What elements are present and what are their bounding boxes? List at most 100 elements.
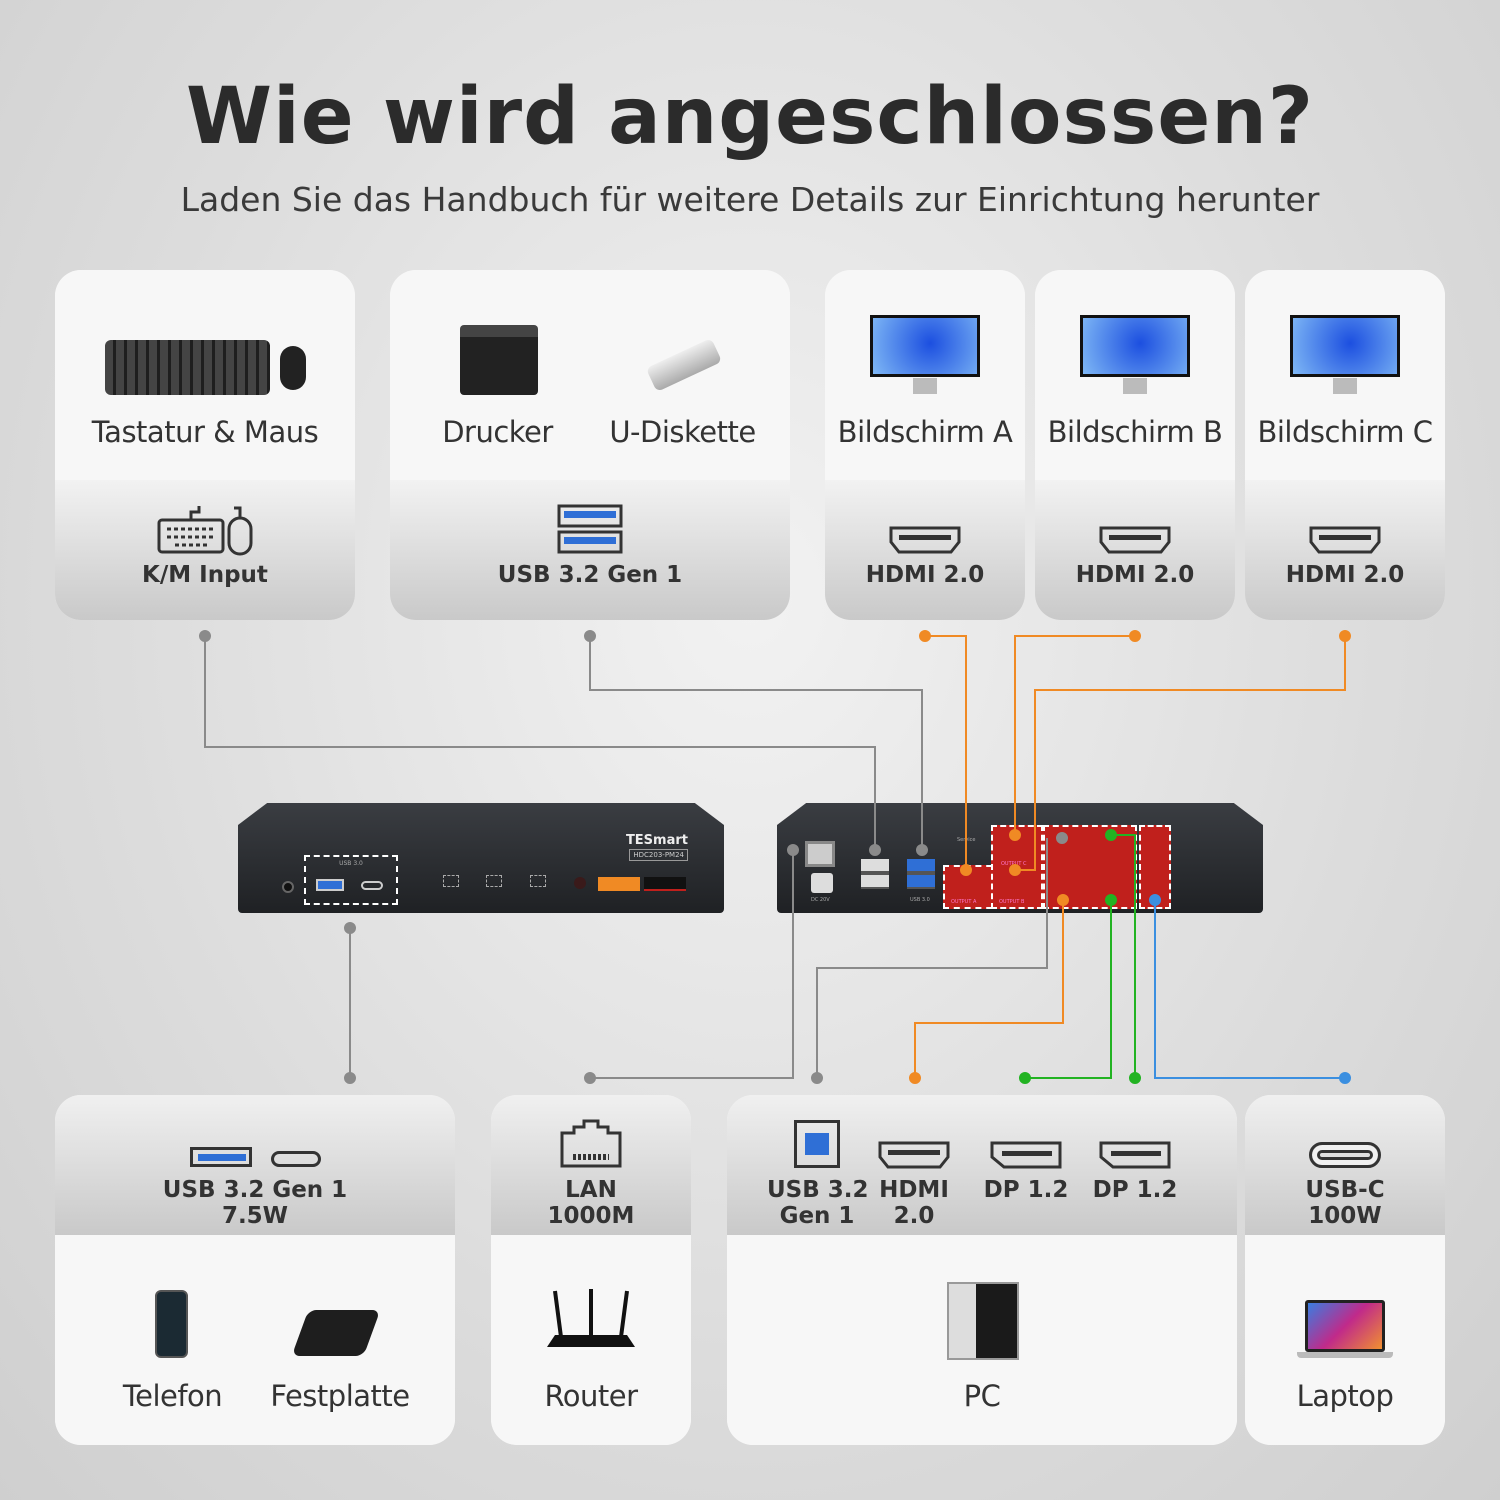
mouse-icon [280,346,306,390]
line-pc-usb [816,838,1048,1078]
printer-icon [460,325,538,395]
hdmi-icon [889,526,961,554]
device-label: PC [963,1379,1001,1413]
device-label: Bildschirm B [1047,415,1223,449]
line-monitor-b [1014,635,1135,835]
device-label: Festplatte [270,1379,410,1413]
button-c[interactable] [530,875,546,887]
keyboard-icon [105,340,270,395]
usb-c-port [361,881,383,890]
front-usb-highlight: USB 3.0 [304,855,398,905]
device-label: Bildschirm C [1257,415,1433,449]
phone-icon [155,1290,188,1358]
brand-logo: TESmart [625,833,688,848]
kvm-front-panel: TESmart HDC203-PM24 USB 3.0 [238,803,724,913]
hdmi-icon [1099,526,1171,554]
monitor-stand [1123,378,1147,394]
laptop-icon [1305,1300,1385,1352]
port-label: USB 3.2 Gen 1 [162,1177,348,1203]
port-label: USB-C [1305,1177,1385,1203]
monitor-icon [870,315,980,377]
displayport-icon [990,1141,1062,1169]
card-monitor-b: Bildschirm B HDMI 2.0 [1035,270,1235,620]
km-usb-ports [861,859,889,889]
card-monitor-a: Bildschirm A HDMI 2.0 [825,270,1025,620]
line-usb [589,636,923,850]
device-label: Drucker [442,415,553,449]
port-label: HDMI 2.0 [1285,562,1405,588]
device-label: Bildschirm A [837,415,1013,449]
device-label: Laptop [1296,1379,1394,1413]
kvm-rear-panel: DC 20V USB 3.0 Service OUTPUT A OUTPUT C… [777,803,1263,913]
card-pc: USB 3.2 Gen 1 HDMI 2.0 DP 1.2 DP 1.2 PC [727,1095,1237,1445]
model-label: HDC203-PM24 [629,849,688,861]
usb-label: USB 3.0 [910,897,930,903]
dc-power-port [811,873,833,893]
port-label: LAN [565,1177,617,1203]
audio-jack [282,881,294,893]
monitor-stand [1333,378,1357,394]
line-monitor-a [925,635,967,870]
keyboard-mouse-icon [157,506,253,556]
port-label: HDMI [879,1177,949,1203]
line-pc-dp1 [1025,900,1112,1079]
card-laptop: USB-C 100W Laptop [1245,1095,1445,1445]
usb-a-icon [557,504,623,554]
router-icon [547,1289,635,1347]
port-label: 2.0 [893,1203,935,1229]
monitor-icon [1080,315,1190,377]
output-a-label: OUTPUT A [951,899,977,905]
usb-b-icon [794,1120,840,1168]
ir-sensor [574,877,586,889]
usb3-ports [907,859,935,889]
button-a[interactable] [443,875,459,887]
port-label: Gen 1 [779,1203,855,1229]
usb-c-icon [1309,1142,1381,1168]
port-label: 7.5W [221,1203,289,1229]
line-lan [590,850,794,1079]
device-label: Tastatur & Maus [91,415,319,449]
monitor-stand [913,378,937,394]
line-pc-dp2 [1111,834,1136,1078]
line-laptop-usbc [1154,900,1345,1079]
port-label: USB 3.2 [767,1177,869,1203]
power-button[interactable] [644,877,686,891]
page-title: Wie wird angeschlossen? [185,72,1315,162]
line-pc-hdmi [914,900,1064,1078]
pc-tower-icon [947,1282,1019,1360]
line-monitor-c [1015,636,1346,871]
card-router: LAN 1000M Router [491,1095,691,1445]
port-label: 1000M [547,1203,635,1229]
output-c-label: OUTPUT C [1001,861,1027,867]
port-label: USB 3.2 Gen 1 [497,562,683,588]
front-port-label: USB 3.0 [339,860,363,867]
card-monitor-c: Bildschirm C HDMI 2.0 [1245,270,1445,620]
port-label: DP 1.2 [1092,1177,1178,1203]
laptop-base [1297,1352,1393,1358]
usb-a-port [316,879,344,891]
power-label: DC 20V [811,897,830,903]
device-label: Telefon [122,1379,223,1413]
card-keyboard-mouse: Tastatur & Maus K/M Input [55,270,355,620]
switch-button[interactable] [598,877,640,891]
port-label: HDMI 2.0 [865,562,985,588]
button-b[interactable] [486,875,502,887]
usb-c-icon [271,1151,321,1167]
port-label: DP 1.2 [983,1177,1069,1203]
page-subtitle: Laden Sie das Handbuch für weitere Detai… [180,180,1320,219]
usb-a-icon [190,1147,252,1167]
hdmi-icon [878,1141,950,1169]
card-phone-drive: USB 3.2 Gen 1 7.5W Telefon Festplatte [55,1095,455,1445]
device-label: Router [544,1379,638,1413]
output-b-label: OUTPUT B [999,899,1025,905]
card-usb: Drucker U-Diskette USB 3.2 Gen 1 [390,270,790,620]
port-label: 100W [1308,1203,1382,1229]
port-label: HDMI 2.0 [1075,562,1195,588]
lan-port [805,841,835,867]
hdmi-icon [1309,526,1381,554]
device-label: U-Diskette [609,415,756,449]
monitor-icon [1290,315,1400,377]
displayport-icon [1099,1141,1171,1169]
lan-icon [560,1119,622,1168]
